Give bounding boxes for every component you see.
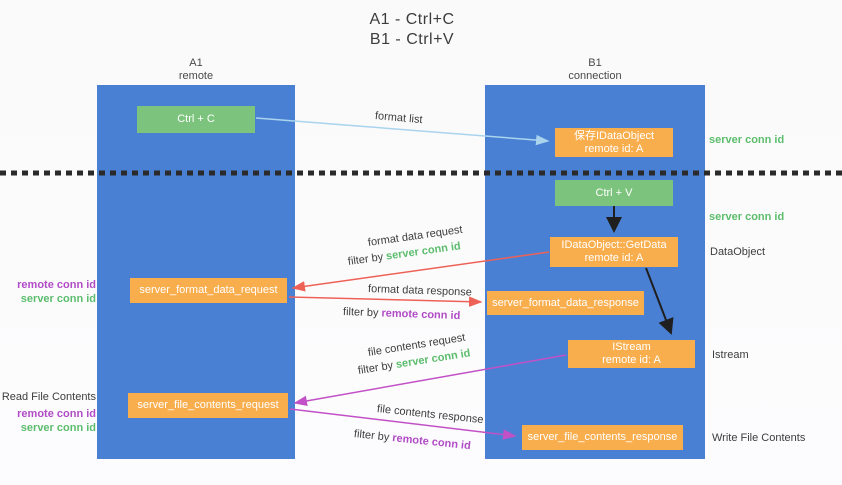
- server-file-contents-response-node: server_file_contents_response: [522, 425, 683, 450]
- filter-by-remote-conn-id-label-1: filter by remote conn id: [343, 306, 461, 322]
- getdata-line2: remote id: A: [584, 252, 644, 264]
- remote-conn-id-left-1: remote conn id: [17, 279, 96, 291]
- right-column-header: B1 connection: [540, 57, 650, 83]
- diagram-title: A1 - Ctrl+C B1 - Ctrl+V: [312, 10, 512, 50]
- getdata-line1: IDataObject::GetData: [561, 239, 667, 251]
- filter-by-text: filter by: [342, 306, 382, 320]
- title-line-b1: B1 - Ctrl+V: [369, 31, 455, 48]
- istream-side-label: Istream: [712, 349, 749, 361]
- title-line-a1: A1 - Ctrl+C: [369, 11, 455, 28]
- istream-line2: remote id: A: [602, 354, 661, 366]
- server-format-data-request-label: server_format_data_request: [139, 284, 278, 296]
- save-dataobject-node: 保存IDataObject remote id: A: [555, 128, 673, 157]
- right-column-name: B1: [588, 57, 602, 69]
- server-format-data-response-label: server_format_data_response: [492, 296, 639, 309]
- filter-by-text: filter by: [347, 250, 387, 268]
- save-dataobject-line2: remote id: A: [584, 142, 644, 155]
- istream-line1: IStream: [612, 341, 651, 353]
- remote-conn-id-left-2: remote conn id: [17, 408, 96, 420]
- ctrl-v-node: Ctrl + V: [555, 180, 673, 206]
- filter-by-server-conn-id-label-1: filter by server conn id: [347, 240, 461, 268]
- remote-conn-id-text: remote conn id: [391, 432, 472, 453]
- save-dataobject-line1: 保存IDataObject: [573, 129, 655, 142]
- server-file-contents-response-label: server_file_contents_response: [527, 431, 678, 443]
- server-format-data-response-node: server_format_data_response: [487, 291, 644, 315]
- write-file-contents-label: Write File Contents: [712, 432, 806, 444]
- filter-by-remote-conn-id-label-2: filter by remote conn id: [353, 428, 471, 452]
- ctrl-c-node: Ctrl + C: [137, 106, 255, 133]
- server-conn-id-left-2: server conn id: [20, 422, 96, 434]
- getdata-node: IDataObject::GetData remote id: A: [550, 237, 678, 267]
- format-data-response-label: format data response: [367, 283, 473, 299]
- format-list-label: format list: [374, 110, 424, 127]
- left-column-role: remote: [178, 70, 214, 82]
- filter-by-text: filter by: [353, 428, 393, 444]
- ctrl-v-label: Ctrl + V: [595, 186, 633, 199]
- server-format-data-request-node: server_format_data_request: [130, 278, 287, 303]
- dataobject-label: DataObject: [710, 246, 766, 258]
- left-column-name: A1: [189, 57, 203, 69]
- remote-conn-id-text: remote conn id: [381, 307, 461, 323]
- istream-node: IStream remote id: A: [568, 340, 695, 368]
- server-file-contents-request-node: server_file_contents_request: [128, 393, 288, 418]
- server-conn-id-right-top: server conn id: [709, 134, 785, 146]
- file-contents-response-label: file contents response: [376, 403, 485, 427]
- server-conn-id-right-mid: server conn id: [709, 211, 785, 223]
- read-file-contents-label: Read File Contents: [1, 391, 96, 403]
- right-column-role: connection: [568, 70, 622, 82]
- server-file-contents-request-label: server_file_contents_request: [137, 399, 279, 411]
- filter-by-text: filter by: [357, 359, 397, 377]
- server-conn-id-left-1: server conn id: [20, 293, 96, 305]
- left-column-header: A1 remote: [146, 57, 246, 83]
- ctrl-c-label: Ctrl + C: [177, 113, 215, 125]
